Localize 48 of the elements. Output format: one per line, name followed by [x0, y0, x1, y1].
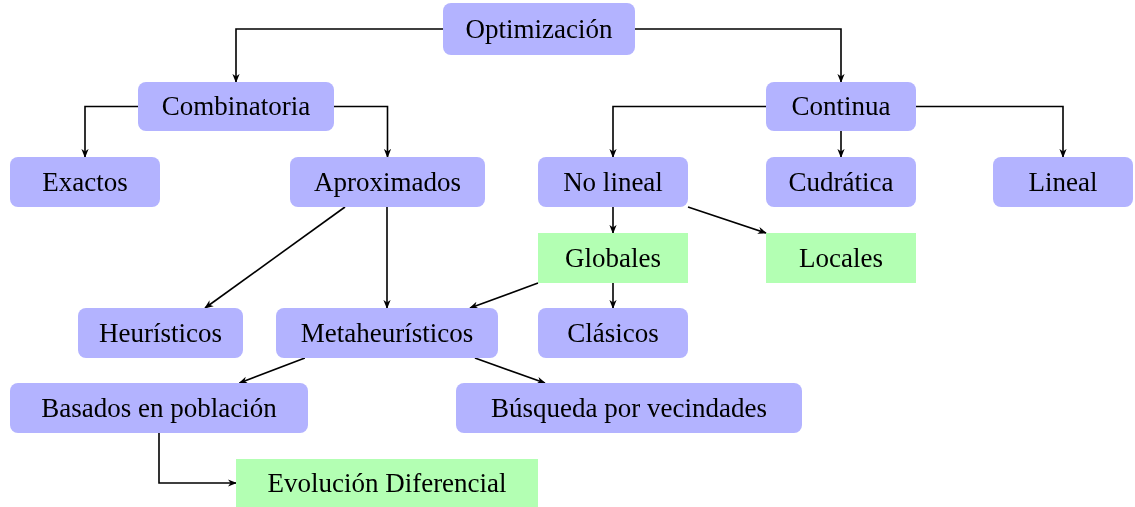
highlighted-box	[538, 233, 688, 283]
arrow	[609, 105, 767, 158]
arrow	[687, 206, 767, 234]
highlighted-box	[236, 459, 538, 507]
arrow	[81, 105, 139, 158]
node-label: Optimización	[465, 13, 613, 45]
highlighted-box	[766, 233, 916, 283]
process-box	[138, 82, 334, 131]
arrow	[837, 130, 845, 158]
arrow	[634, 28, 845, 83]
node-label: Globales	[565, 242, 661, 274]
arrow	[609, 206, 617, 234]
node-label: Lineal	[1028, 166, 1098, 198]
node-label: Evolución Diferencial	[267, 467, 507, 499]
process-box	[443, 3, 635, 55]
process-box	[538, 157, 688, 207]
process-box	[78, 308, 243, 358]
process-box	[538, 308, 688, 358]
process-box	[456, 383, 802, 433]
node-label: Aproximados	[314, 166, 461, 198]
process-box	[10, 383, 308, 433]
node-label: Metaheurísticos	[300, 317, 474, 349]
node-label: Heurísticos	[99, 317, 222, 349]
node-label: Combinatoria	[161, 91, 311, 122]
process-box	[290, 157, 485, 207]
node-label: Basados en población	[41, 392, 277, 424]
process-box	[10, 157, 160, 207]
arrow	[469, 282, 539, 309]
arrow	[609, 282, 617, 309]
arrow	[474, 357, 546, 384]
process-box	[766, 157, 916, 207]
node-label: Cudrática	[788, 166, 894, 198]
process-box	[993, 157, 1133, 207]
arrow	[333, 105, 392, 158]
node-label: No lineal	[563, 166, 663, 198]
arrow	[238, 357, 306, 384]
arrow	[204, 206, 346, 309]
process-box	[276, 308, 498, 358]
node-label: Clásicos	[567, 317, 659, 349]
node-label: Locales	[799, 242, 883, 274]
arrow	[915, 105, 1067, 158]
node-label: Búsqueda por vecindades	[491, 392, 767, 424]
node-label: Continua	[791, 91, 891, 122]
arrow	[158, 432, 237, 487]
node-label: Exactos	[42, 166, 128, 198]
process-box	[766, 82, 916, 131]
arrow	[383, 206, 391, 309]
arrow	[232, 28, 444, 83]
